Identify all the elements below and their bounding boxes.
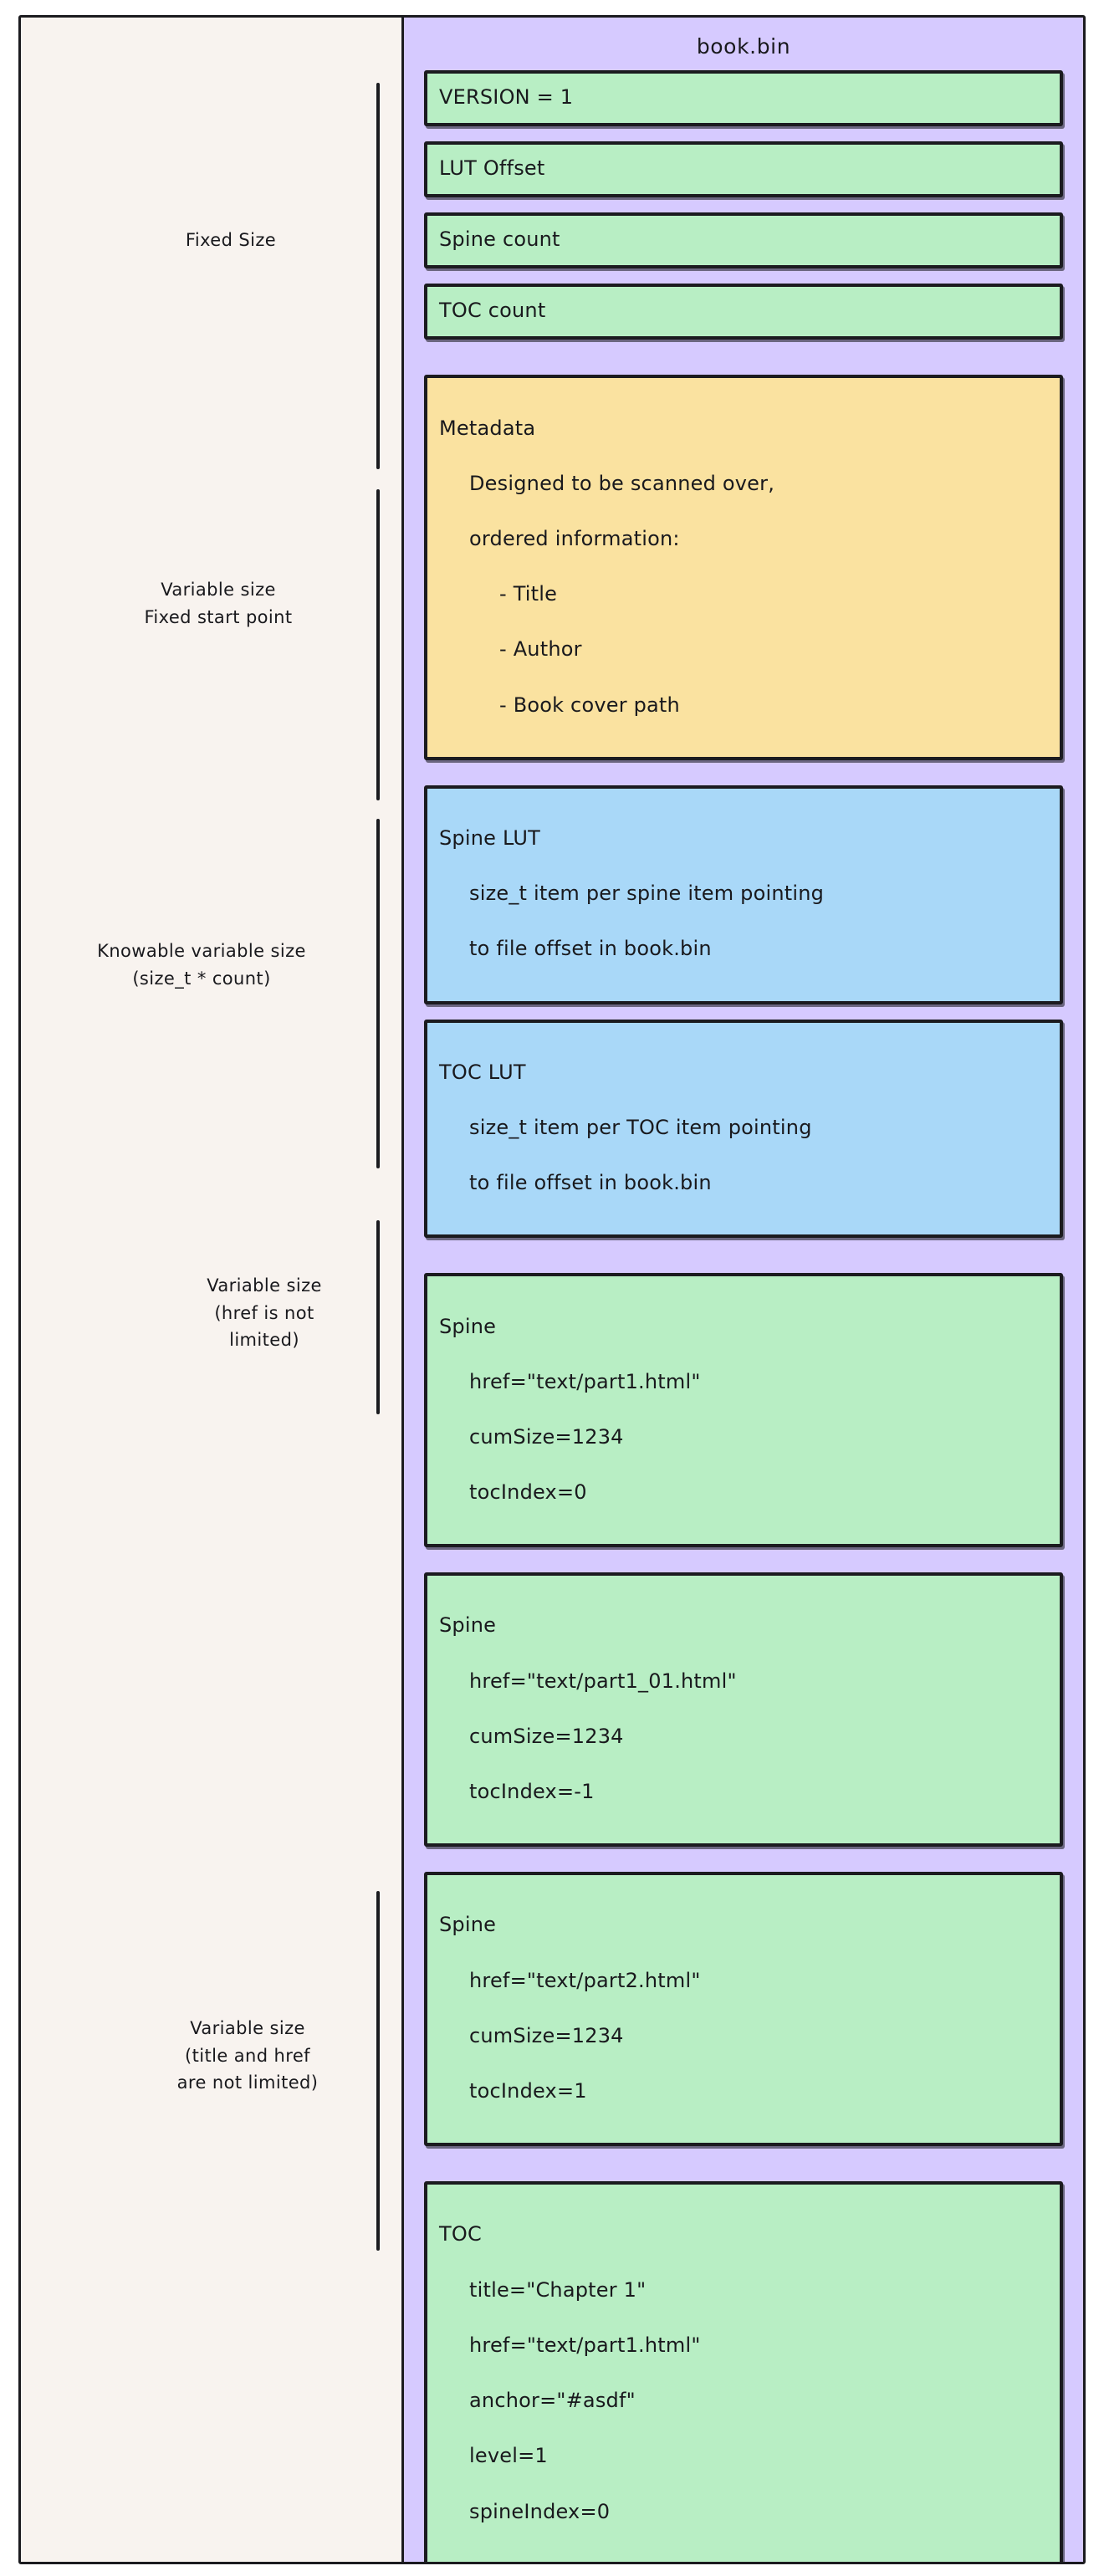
field-spine-count-label: Spine count [439, 227, 560, 252]
toc-1-href: href="text/part1.html" [469, 2333, 701, 2357]
spine-1-tocindex: tocIndex=0 [469, 1480, 587, 1505]
block-toc-lut: TOC LUT size_t item per TOC item pointin… [424, 1019, 1063, 1239]
spine-1-header: Spine [439, 1314, 497, 1338]
spine-lut-line-1: size_t item per spine item pointing [469, 882, 825, 906]
spine-1-href: href="text/part1.html" [469, 1369, 701, 1393]
file-title: book.bin [696, 34, 791, 59]
metadata-line-1: Designed to be scanned over, [469, 471, 775, 495]
block-toc-1: TOC title="Chapter 1" href="text/part1.h… [424, 2181, 1063, 2562]
toc-1-header: TOC [439, 2222, 482, 2246]
field-version: VERSION = 1 [424, 70, 1063, 127]
bracket-variable-fixed-start [376, 489, 380, 800]
block-spine-3: Spine href="text/part2.html" cumSize=123… [424, 1872, 1063, 2147]
annotation-variable-fixed-start: Variable size Fixed start point [144, 580, 293, 627]
annotation-variable-title-href: Variable size (title and href are not li… [176, 2018, 319, 2093]
field-lut-offset: LUT Offset [424, 141, 1063, 198]
spine-3-cumsize: cumSize=1234 [469, 2023, 624, 2047]
spine-3-href: href="text/part2.html" [469, 1968, 701, 1992]
spine-lut-line-2: to file offset in book.bin [469, 937, 712, 961]
bracket-fixed-size [376, 83, 380, 469]
metadata-item-author: - Author [499, 637, 582, 662]
field-lut-offset-label: LUT Offset [439, 156, 545, 181]
annotation-variable-href: Variable size (href is not limited) [207, 1275, 322, 1351]
annotation-column: Fixed Size Variable size Fixed start poi… [21, 18, 404, 2562]
metadata-header: Metadata [439, 416, 536, 440]
spine-3-header: Spine [439, 1913, 497, 1937]
book-bin-container: book.bin VERSION = 1 LUT Offset Spine co… [404, 18, 1083, 2562]
metadata-item-title: - Title [499, 582, 558, 606]
block-spine-1: Spine href="text/part1.html" cumSize=123… [424, 1273, 1063, 1548]
bracket-knowable-variable [376, 819, 380, 1168]
block-spine-lut: Spine LUT size_t item per spine item poi… [424, 785, 1063, 1004]
toc-1-level: level=1 [469, 2444, 548, 2468]
field-spine-count: Spine count [424, 212, 1063, 269]
block-metadata: Metadata Designed to be scanned over, or… [424, 375, 1063, 760]
field-toc-count-label: TOC count [439, 299, 546, 323]
spine-1-cumsize: cumSize=1234 [469, 1424, 624, 1449]
spine-2-header: Spine [439, 1613, 497, 1638]
spine-2-href: href="text/part1_01.html" [469, 1669, 737, 1693]
metadata-item-cover: - Book cover path [499, 693, 680, 717]
toc-lut-line-2: to file offset in book.bin [469, 1171, 712, 1195]
metadata-line-2: ordered information: [469, 526, 680, 550]
toc-lut-line-1: size_t item per TOC item pointing [469, 1115, 812, 1139]
bracket-variable-href [376, 1220, 380, 1414]
toc-1-anchor: anchor="#asdf" [469, 2389, 636, 2413]
field-version-label: VERSION = 1 [439, 85, 574, 109]
spine-lut-header: Spine LUT [439, 825, 540, 850]
spine-3-tocindex: tocIndex=1 [469, 2079, 587, 2103]
diagram-frame: Fixed Size Variable size Fixed start poi… [18, 15, 1086, 2564]
bracket-variable-title-href [376, 1891, 380, 2251]
annotation-fixed-size: Fixed Size [185, 230, 277, 250]
field-toc-count: TOC count [424, 284, 1063, 340]
toc-1-spineindex: spineIndex=0 [469, 2499, 611, 2523]
spine-2-cumsize: cumSize=1234 [469, 1724, 624, 1748]
annotation-knowable-variable: Knowable variable size (size_t * count) [97, 941, 306, 989]
toc-1-title: title="Chapter 1" [469, 2277, 647, 2302]
toc-lut-header: TOC LUT [439, 1060, 526, 1084]
spine-2-tocindex: tocIndex=-1 [469, 1780, 595, 1804]
block-spine-2: Spine href="text/part1_01.html" cumSize=… [424, 1572, 1063, 1848]
